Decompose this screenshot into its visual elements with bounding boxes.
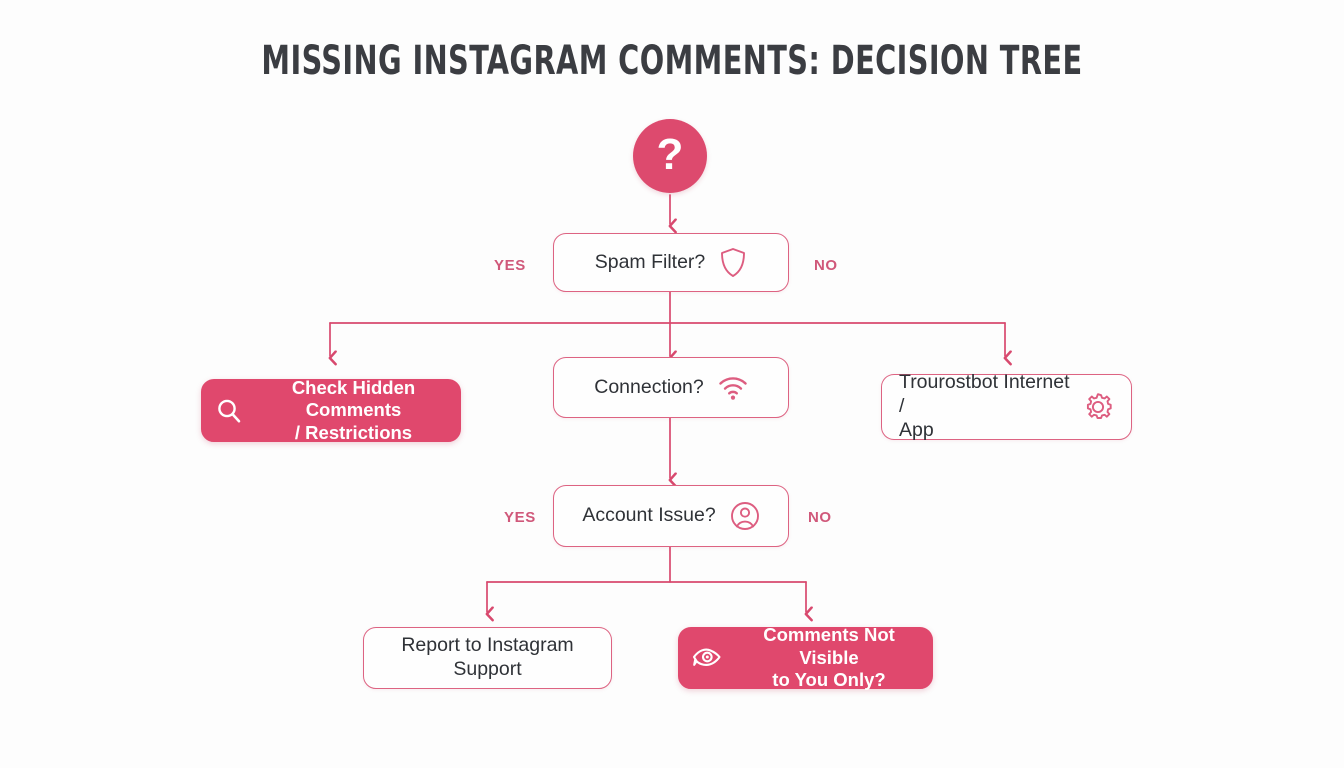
branch-label-account-no: NO bbox=[808, 509, 832, 526]
eye-icon bbox=[691, 644, 723, 672]
user-circle-icon bbox=[730, 501, 760, 531]
shield-icon bbox=[719, 247, 747, 278]
node-spam-filter-label: Spam Filter? bbox=[594, 250, 706, 273]
node-troubleshoot-internet-app-label: Trourostbot Internet / App bbox=[899, 371, 1070, 441]
wifi-icon bbox=[718, 375, 748, 401]
gear-icon bbox=[1081, 390, 1115, 424]
node-comments-not-visible[interactable]: Comments Not Visible to You Only? bbox=[678, 624, 933, 691]
branch-label-spam-yes: YES bbox=[494, 257, 526, 274]
node-connection[interactable]: Connection? bbox=[553, 357, 789, 418]
branch-label-spam-no: NO bbox=[814, 257, 838, 274]
branch-label-account-yes: YES bbox=[504, 509, 536, 526]
question-mark-icon: ? bbox=[656, 129, 684, 179]
node-account-issue-label: Account Issue? bbox=[582, 504, 716, 527]
node-report-to-support-label: Report to Instagram Support bbox=[401, 634, 574, 680]
start-question-node[interactable]: ? bbox=[633, 119, 707, 193]
page-title: Missing Instagram Comments: Decision Tre… bbox=[261, 38, 1083, 84]
node-connection-label: Connection? bbox=[594, 375, 704, 398]
node-spam-filter[interactable]: Spam Filter? bbox=[553, 233, 789, 292]
node-report-to-support[interactable]: Report to Instagram Support bbox=[363, 627, 612, 689]
node-troubleshoot-internet-app[interactable]: Trourostbot Internet / App bbox=[881, 371, 1132, 441]
node-check-hidden-comments[interactable]: Check Hidden Comments / Restrictions bbox=[201, 376, 461, 443]
search-icon bbox=[214, 396, 244, 426]
node-comments-not-visible-label: Comments Not Visible to You Only? bbox=[763, 624, 895, 691]
node-check-hidden-comments-label: Check Hidden Comments / Restrictions bbox=[291, 376, 416, 443]
node-account-issue[interactable]: Account Issue? bbox=[553, 485, 789, 547]
